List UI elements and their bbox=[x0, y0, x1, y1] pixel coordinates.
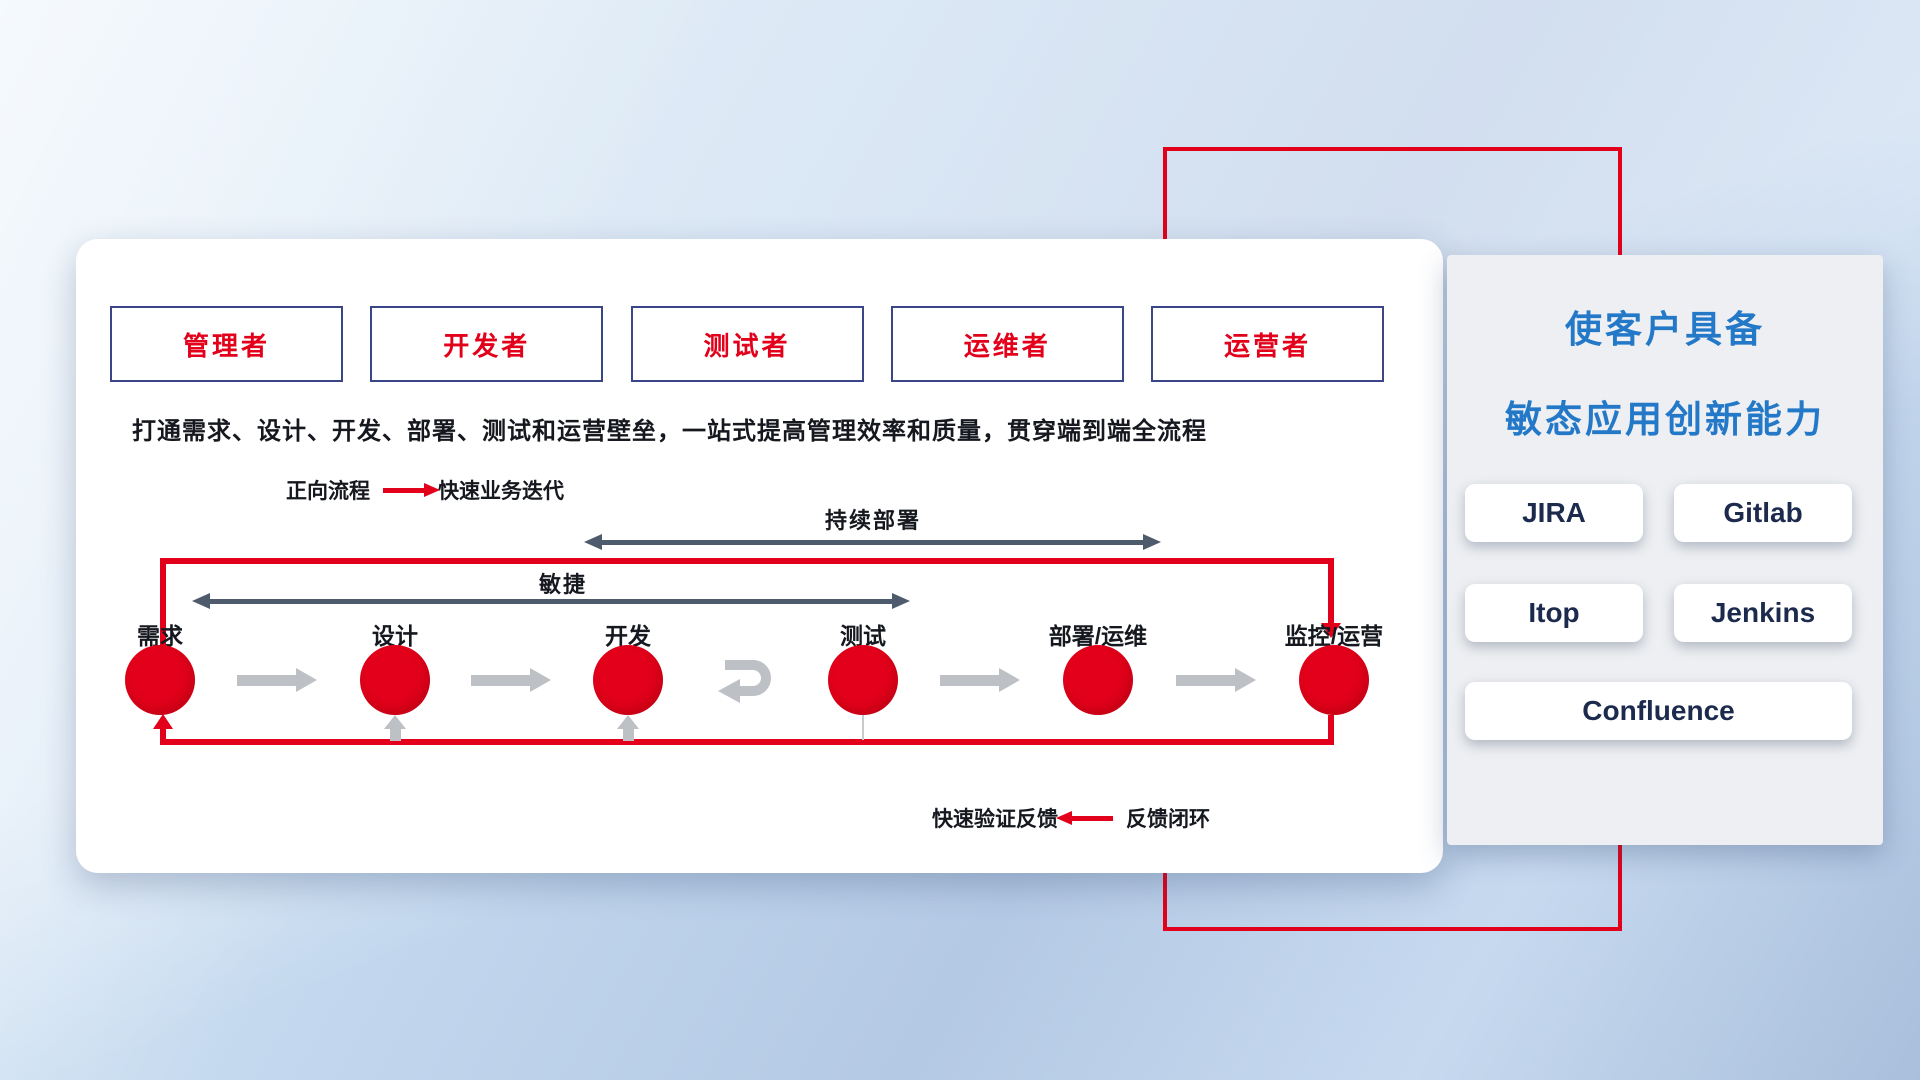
stage-label-deploy-ops: 部署/运维 bbox=[1048, 623, 1148, 649]
legend-forward-label: 正向流程 bbox=[286, 480, 370, 503]
role-box-ops: 运维者 bbox=[890, 306, 1124, 382]
feedback-up-arrow-icon bbox=[390, 728, 401, 741]
feedback-arrow-icon bbox=[1056, 810, 1113, 825]
agile-span-label: 敏捷 bbox=[538, 572, 587, 597]
flow-node-requirements bbox=[125, 645, 195, 715]
stage-label-requirements: 需求 bbox=[137, 623, 183, 649]
flow-arrow-icon bbox=[1176, 668, 1256, 692]
legend-feedback-value: 反馈闭环 bbox=[1126, 808, 1210, 831]
uturn-arrow-icon bbox=[718, 660, 771, 703]
red-loop-bottom-right-vertical bbox=[1328, 715, 1334, 741]
process-description: 打通需求、设计、开发、部署、测试和运营壁垒，一站式提高管理效率和质量，贯穿端到端… bbox=[132, 418, 1207, 445]
tool-button-gitlab[interactable]: Gitlab bbox=[1674, 484, 1852, 542]
deploy-span-label: 持续部署 bbox=[824, 508, 921, 533]
flow-arrow-icon bbox=[237, 668, 317, 692]
stage-label-design: 设计 bbox=[372, 623, 418, 649]
side-panel-title-line2: 敏态应用创新能力 bbox=[1505, 399, 1825, 440]
stage-label-develop: 开发 bbox=[605, 623, 651, 649]
legend-feedback: 快速验证反馈 反馈闭环 bbox=[932, 803, 1210, 833]
tool-button-jira[interactable]: JIRA bbox=[1465, 484, 1643, 542]
flow-node-develop bbox=[593, 645, 663, 715]
flow-node-test bbox=[828, 645, 898, 715]
red-loop-top-left-vertical bbox=[160, 558, 166, 646]
red-loop-top-right-vertical bbox=[1328, 558, 1334, 625]
deploy-span-arrow-icon bbox=[584, 534, 1161, 550]
flow-arrow-icon bbox=[940, 668, 1020, 692]
stage-label-monitor-operate: 监控/运营 bbox=[1284, 623, 1384, 649]
red-loop-bottom-left-vertical bbox=[160, 728, 166, 741]
role-box-operator: 运营者 bbox=[1151, 306, 1384, 382]
test-feedback-connector bbox=[862, 715, 864, 740]
agile-span-arrow-icon bbox=[192, 593, 910, 609]
tool-button-confluence[interactable]: Confluence bbox=[1465, 682, 1852, 740]
legend-forward-value: 快速业务迭代 bbox=[438, 480, 564, 503]
flow-node-monitor-operate bbox=[1299, 645, 1369, 715]
legend-feedback-label: 快速验证反馈 bbox=[932, 808, 1058, 831]
red-loop-top-line bbox=[160, 558, 1334, 564]
tool-button-itop[interactable]: Itop bbox=[1465, 584, 1643, 642]
role-box-tester: 测试者 bbox=[630, 306, 864, 382]
role-box-manager: 管理者 bbox=[110, 306, 343, 382]
feedback-up-arrow-icon bbox=[617, 715, 639, 729]
roles-row: 管理者 开发者 测试者 运维者 运营者 bbox=[110, 306, 1384, 382]
flow-node-design bbox=[360, 645, 430, 715]
side-panel: 使客户具备 敏态应用创新能力 JIRA Gitlab Itop Jenkins … bbox=[1447, 255, 1883, 845]
tool-button-jenkins[interactable]: Jenkins bbox=[1674, 584, 1852, 642]
flow-arrow-icon bbox=[471, 668, 551, 692]
forward-arrow-icon bbox=[383, 482, 440, 497]
role-box-developer: 开发者 bbox=[370, 306, 604, 382]
red-loop-up-arrow-icon bbox=[153, 714, 173, 729]
main-panel: 管理者 开发者 测试者 运维者 运营者 打通需求、设计、开发、部署、测试和运营壁… bbox=[76, 239, 1443, 873]
feedback-up-arrow-icon bbox=[384, 715, 406, 729]
legend-forward: 正向流程 快速业务迭代 bbox=[286, 475, 564, 505]
side-panel-title-line1: 使客户具备 bbox=[1565, 309, 1765, 350]
red-loop-bottom-line bbox=[160, 739, 1334, 745]
red-loop-down-arrow-icon bbox=[1321, 623, 1341, 638]
feedback-up-arrow-icon bbox=[623, 728, 634, 741]
stage-label-test: 测试 bbox=[840, 623, 886, 649]
flow-node-deploy-ops bbox=[1063, 645, 1133, 715]
